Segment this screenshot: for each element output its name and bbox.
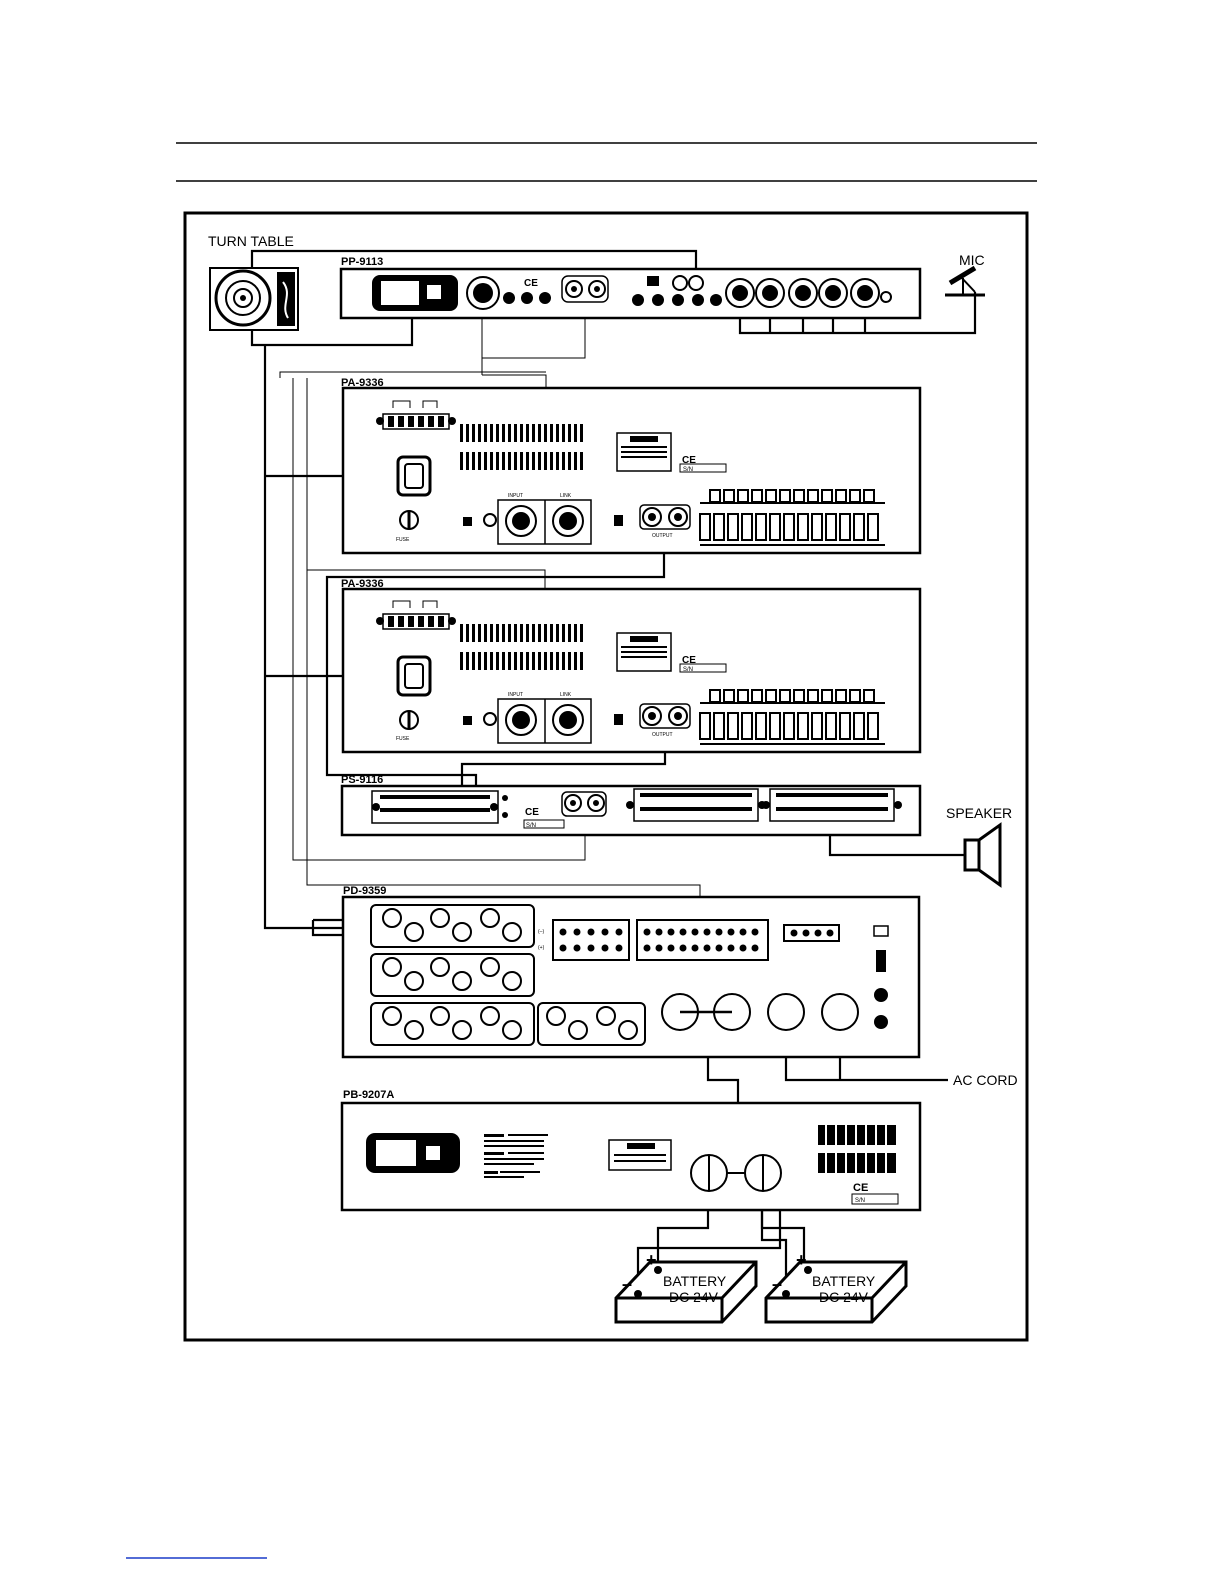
ac-cord-label: AC CORD <box>953 1072 1018 1088</box>
battery2-minus: – <box>772 1274 782 1294</box>
pa2-link-label: LINK <box>560 692 572 698</box>
speaker-icon <box>965 825 1000 885</box>
battery2-label: BATTERY <box>812 1273 876 1289</box>
pa2-output-label: OUTPUT <box>652 732 673 738</box>
pa-9336-panel-2 <box>343 589 920 752</box>
pa1-link-label: LINK <box>560 493 572 499</box>
speaker-label: SPEAKER <box>946 805 1012 821</box>
turntable-device <box>210 268 298 330</box>
pd-polarity-plus: (+) <box>538 945 545 951</box>
battery2-voltage: DC 24V <box>819 1289 869 1305</box>
pd-label: PD-9359 <box>343 885 386 897</box>
battery1-plus: + <box>646 1250 657 1270</box>
pa1-output-label: OUTPUT <box>652 533 673 539</box>
mic-label: MIC <box>959 252 985 268</box>
ps-sn-label: S/N <box>526 823 536 829</box>
pa2-fuse-label: FUSE <box>396 736 410 742</box>
pb-9207a-panel <box>342 1103 920 1210</box>
pb-ce-mark: CE <box>853 1182 868 1194</box>
battery1-voltage: DC 24V <box>669 1289 719 1305</box>
battery1-minus: – <box>622 1274 632 1294</box>
pa1-fuse-label: FUSE <box>396 537 410 543</box>
pp-ce-mark: CE <box>524 278 538 289</box>
pa1-input-label: INPUT <box>508 493 523 499</box>
ps-label: PS-9116 <box>341 774 383 786</box>
battery2-plus: + <box>796 1250 807 1270</box>
ps-ce-mark: CE <box>525 807 539 818</box>
pa-9336-panel-1 <box>343 388 920 553</box>
pb-sn-label: S/N <box>855 1198 865 1204</box>
microphone-icon <box>945 268 985 295</box>
pa2-input-label: INPUT <box>508 692 523 698</box>
pp-label: PP-9113 <box>341 256 383 268</box>
pd-9359-panel <box>343 897 919 1057</box>
ps-9116-panel <box>342 786 920 835</box>
pp-9113-panel <box>341 269 920 318</box>
turntable-label: TURN TABLE <box>208 233 294 249</box>
pb-label: PB-9207A <box>343 1089 394 1101</box>
pd-polarity-minus: (–) <box>538 929 544 935</box>
battery1-label: BATTERY <box>663 1273 727 1289</box>
